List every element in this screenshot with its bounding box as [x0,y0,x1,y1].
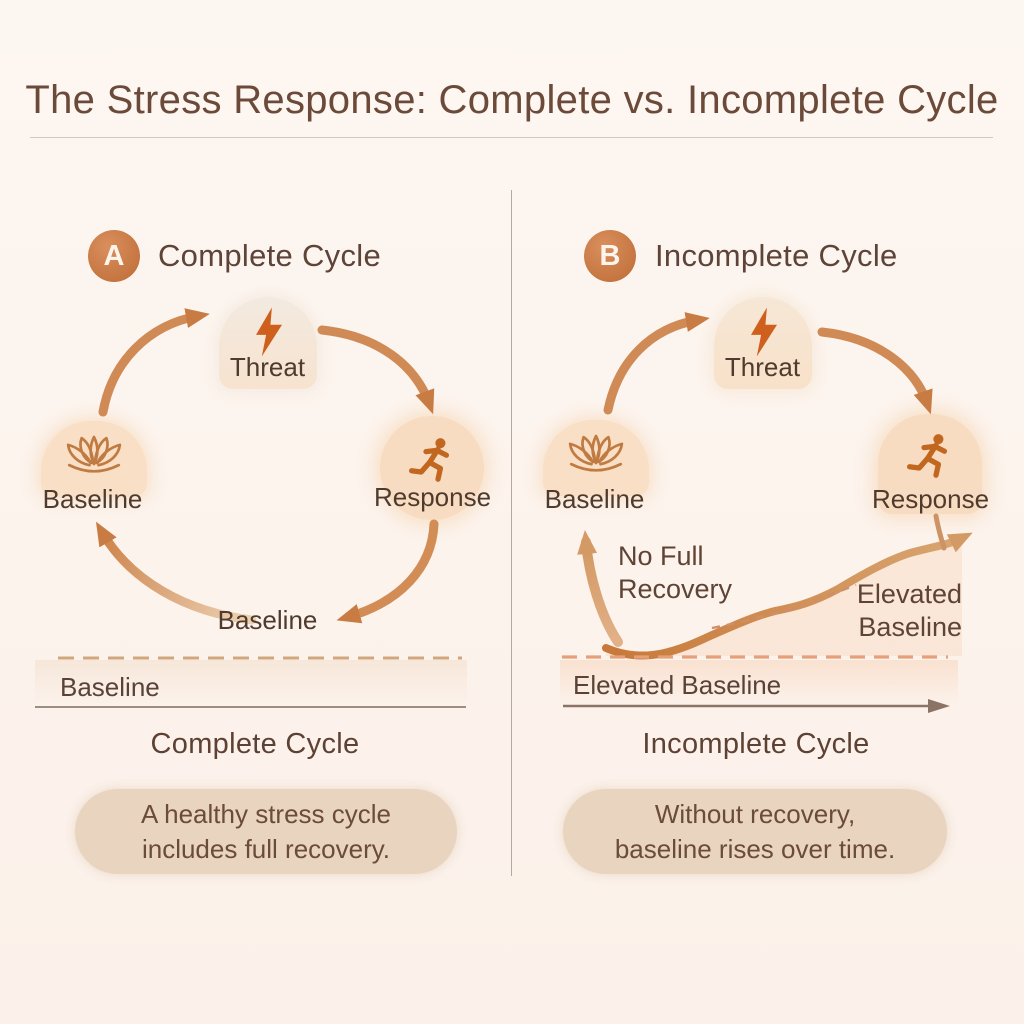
lotus-icon [560,431,632,482]
baseline-shading [35,660,467,706]
panel-a-header: Complete Cycle [158,238,382,273]
panel-a-caption: A healthy stress cycle includes full rec… [141,798,391,864]
response-node-background [380,416,484,520]
response-label: Response [373,482,492,512]
panel-b-caption: Without recovery, baseline rises over ti… [614,798,896,864]
arrow-baseline-to-threat [98,308,210,417]
title-divider [30,137,993,138]
baseline-left-label: Baseline [42,484,143,514]
arrow-response-to-baseline [336,519,439,624]
panel-divider [511,190,512,876]
no-recovery-up-arrow [577,530,623,647]
lightning-icon [743,306,785,363]
panel-b-heading: Incomplete Cycle [642,728,870,760]
panel-b-header: Incomplete Cycle [655,238,898,273]
arrow-threat-to-response-b [817,327,933,415]
arrow-baseline-to-threat-b [603,312,710,415]
baseline-bottom-label: Baseline [217,605,318,635]
runner-icon [906,432,954,485]
response-label-b: Response [871,484,990,514]
elevated-baseline-annotation: Elevated Baseline [856,579,962,642]
arrow-threat-to-response [317,325,435,415]
lightning-icon [248,306,290,363]
no-full-recovery-annotation: No Full Recovery [618,541,733,604]
baseline-left-label-b: Baseline [544,484,645,514]
elevated-area-fill [606,538,962,656]
panel-a-caption-pill: A healthy stress cycle includes full rec… [75,789,457,874]
panel-b-caption-pill: Without recovery, baseline rises over ti… [563,789,947,874]
arrow-return-to-baseline [95,521,257,625]
elevated-baseline-axis-label: Elevated Baseline [573,670,782,700]
baseline-axis-label: Baseline [60,672,160,702]
page-title: The Stress Response: Complete vs. Incomp… [25,78,999,122]
threat-label-b: Threat [724,352,801,382]
lotus-icon [58,432,130,483]
panel-a-heading: Complete Cycle [150,728,360,760]
rising-baseline-curve [602,532,973,660]
response-node-background-b [878,414,982,514]
threat-label: Threat [229,352,306,382]
panel-b-badge: B [584,230,636,282]
elevated-baseline-shading [560,660,958,706]
runner-icon [408,436,456,489]
response-stub-line [933,513,947,551]
panel-a-badge: A [88,230,140,282]
